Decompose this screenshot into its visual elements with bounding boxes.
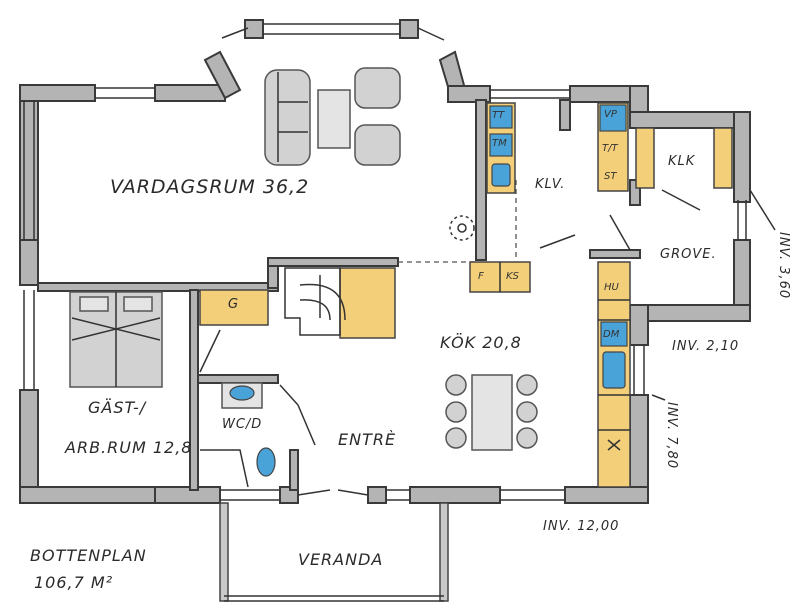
wall-int-kitchen-right [589, 249, 641, 259]
room-label-veranda: VERANDA [298, 550, 384, 569]
dimension-lines [651, 189, 776, 401]
wall-top-left-2 [154, 84, 226, 102]
living-furniture [264, 67, 517, 263]
fixture-label-st: ST [604, 171, 617, 182]
wc-sink [229, 385, 255, 401]
wall-bottom-2 [154, 486, 221, 504]
dining-set [445, 374, 538, 451]
plan-title: BOTTENPLAN [30, 546, 147, 565]
hall-cabinets [199, 267, 396, 339]
sofa [264, 69, 311, 166]
windows [23, 23, 747, 501]
wall-int-closet-right [559, 99, 571, 131]
wall-top-left [19, 84, 96, 102]
wall-int-stair-top [267, 257, 399, 267]
room-label-entrance: ENTRÈ [338, 430, 397, 449]
wall-bottom-3 [409, 486, 501, 504]
fixture-label-f: F [478, 271, 484, 282]
wall-int-wc-top [197, 374, 279, 384]
wall-left-lower [19, 389, 39, 501]
wall-klk-top2 [629, 111, 751, 129]
wall-bottom-4 [564, 486, 649, 504]
wall-left-mid [19, 239, 39, 286]
room-label-wc: WC/D [222, 417, 263, 432]
fixture-label-ks: KS [506, 271, 519, 282]
wall-bottom-1 [19, 486, 161, 504]
entrance-veranda [219, 489, 449, 602]
room-label-guest-line1: GÄST-/ [88, 398, 147, 417]
room-label-boiler: KLK [668, 154, 696, 169]
dimension-width-main: INV. 12,00 [543, 519, 620, 534]
room-label-guest-line2: ARB.RUM 12,8 [65, 438, 193, 457]
dining-table [471, 374, 513, 451]
room-label-living: VARDAGSRUM 36,2 [110, 176, 310, 198]
wall-top-mid [447, 85, 491, 103]
fixture-label-tt: TT [492, 110, 505, 121]
guest-furniture [69, 291, 221, 388]
staircase [284, 267, 341, 336]
coffee-table [317, 89, 351, 149]
dimension-depth-side: INV. 3,60 [776, 232, 791, 300]
wall-int-guest-right [189, 289, 199, 491]
dimension-width-side: INV. 2,10 [672, 339, 740, 354]
closet-fixtures [469, 102, 576, 293]
wall-klk-right [733, 111, 751, 203]
wall-bay-pillar-left [244, 19, 264, 39]
klk-shelf-left [635, 127, 655, 189]
klk-shelf-right [713, 127, 733, 189]
wall-int-closet [475, 99, 487, 261]
plan-area: 106,7 M² [34, 573, 114, 592]
fixture-label-dm: DM [603, 329, 620, 340]
wall-bottom-door-right [367, 486, 387, 504]
fixture-label-hu: HU [604, 282, 619, 293]
wall-int-wc-right [289, 449, 299, 491]
kitchen-counter [597, 261, 631, 488]
fixture-label-tm: TM [492, 138, 507, 149]
armchair-bottom [354, 124, 401, 166]
wall-right-lower [629, 394, 649, 501]
wall-int-klk-left [629, 179, 641, 206]
walls [19, 19, 751, 504]
utility-fixtures [597, 102, 733, 251]
plant [449, 215, 475, 241]
armchair-top [354, 67, 401, 109]
room-label-utility: GROVE. [660, 247, 717, 262]
wall-left-upper [19, 84, 39, 261]
fixture-label-tt-small: T/T [602, 143, 618, 154]
wardrobe-g [199, 289, 269, 326]
veranda-post-left [219, 502, 229, 602]
wall-bay-pillar-right [399, 19, 419, 39]
room-label-closet: KLV. [535, 177, 566, 192]
fixture-label-g: G [228, 297, 240, 312]
wall-top-right [569, 85, 631, 103]
veranda-post-right [439, 502, 449, 602]
wc-fixtures [200, 382, 316, 488]
dimension-depth-main: INV. 7,80 [664, 402, 679, 470]
toilet [256, 447, 276, 477]
room-label-kitchen: KÖK 20,8 [440, 333, 522, 352]
wall-grov-inner [629, 304, 649, 346]
stair-wardrobe [339, 267, 396, 339]
wall-bay-left [203, 50, 242, 100]
fixture-label-vp: VP [604, 109, 617, 120]
